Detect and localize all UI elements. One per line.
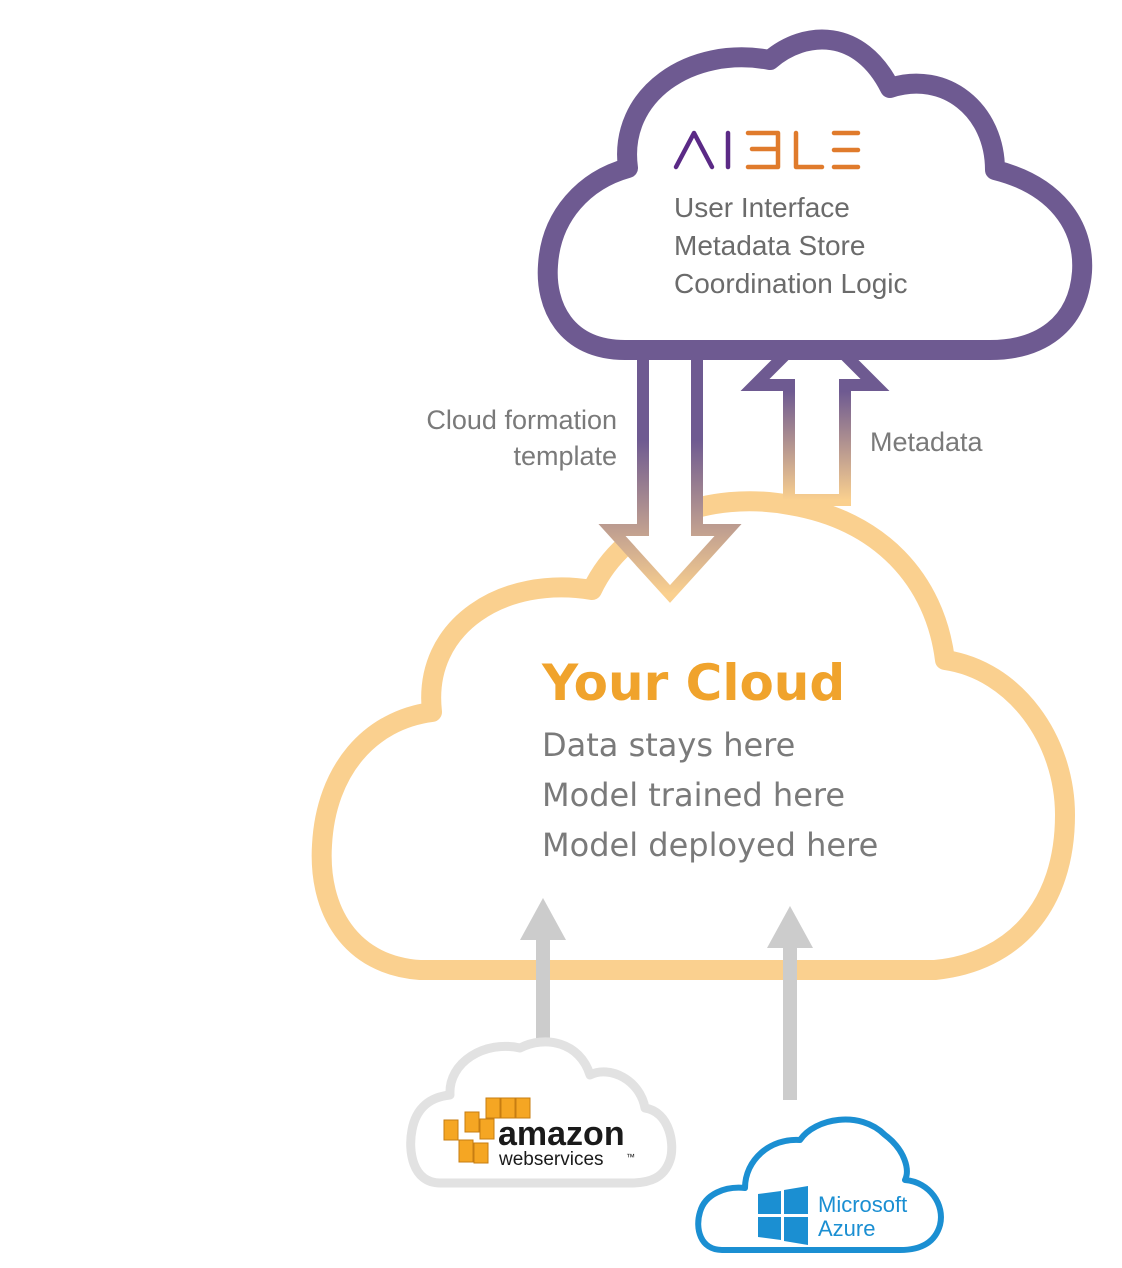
aible-logo-l — [793, 130, 825, 170]
windows-icon — [758, 1186, 808, 1245]
cloud-formation-label: Cloud formation — [426, 405, 617, 435]
your-cloud-line-trained: Model trained here — [542, 776, 845, 814]
aws-tm: ™ — [626, 1152, 635, 1162]
aws-cloud: amazon webservices ™ — [406, 1037, 677, 1188]
aible-logo-b — [745, 130, 781, 170]
your-cloud-title: Your Cloud — [541, 654, 845, 712]
azure-line-azure: Azure — [818, 1216, 875, 1241]
aible-logo-a — [673, 130, 715, 170]
aible-logo — [673, 130, 861, 170]
azure-cloud: Microsoft Azure — [695, 1116, 944, 1253]
aws-name: amazon — [498, 1115, 625, 1153]
aible-line-coordination-logic: Coordination Logic — [674, 268, 908, 299]
aible-logo-e — [831, 130, 861, 170]
aws-arrow — [520, 898, 566, 1050]
aible-line-user-interface: User Interface — [674, 192, 850, 223]
template-label: template — [513, 441, 617, 471]
your-cloud-line-data: Data stays here — [542, 726, 795, 764]
down-arrow-shape — [598, 339, 742, 603]
aible-cloud: User Interface Metadata Store Coordinati… — [537, 29, 1093, 360]
aible-cloud-outline — [537, 29, 1093, 360]
azure-line-microsoft: Microsoft — [818, 1192, 907, 1217]
azure-arrow — [767, 906, 813, 1100]
aible-line-metadata-store: Metadata Store — [674, 230, 865, 261]
down-arrow — [598, 339, 742, 603]
aws-sub: webservices — [498, 1149, 604, 1170]
your-cloud-line-deployed: Model deployed here — [542, 826, 878, 864]
aws-boxes-icon — [443, 1097, 531, 1164]
metadata-label: Metadata — [870, 427, 984, 457]
